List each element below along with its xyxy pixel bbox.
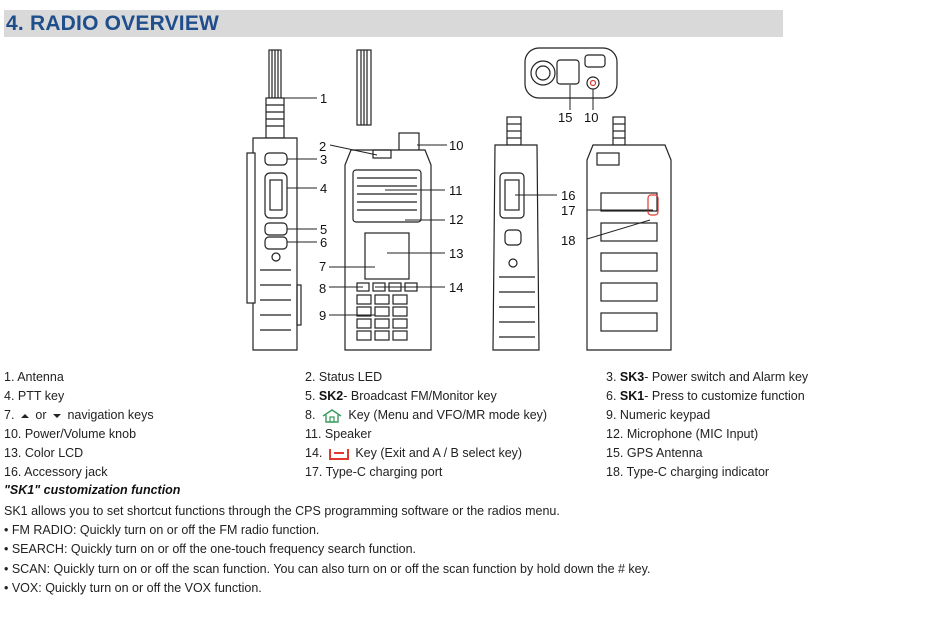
callout-10-top: 10	[584, 110, 598, 125]
radio-side-view-left	[246, 49, 302, 351]
legend-row: 13. Color LCD 14. Key (Exit and A / B se…	[4, 444, 904, 463]
legend-item-6: 6. SK1- Press to customize function	[606, 389, 805, 403]
legend-item-17: 17. Type-C charging port	[305, 465, 443, 479]
legend-item-3: 3. SK3- Power switch and Alarm key	[606, 370, 809, 384]
callout-15: 15	[558, 110, 572, 125]
callout-10: 10	[449, 138, 463, 153]
callout-9: 9	[319, 308, 326, 323]
up-arrow-icon	[20, 413, 29, 418]
legend-item-11: 11. Speaker	[305, 427, 372, 441]
sk1-intro: SK1 allows you to set shortcut functions…	[4, 504, 560, 518]
legend-item-2: 2. Status LED	[305, 370, 383, 384]
callout-16: 16	[561, 188, 575, 203]
list-item: • VOX: Quickly turn on or off the VOX fu…	[4, 580, 262, 595]
legend-row: 16. Accessory jack 17. Type-C charging p…	[4, 463, 904, 482]
legend-item-12: 12. Microphone (MIC Input)	[606, 427, 759, 441]
legend-item-13: 13. Color LCD	[4, 446, 84, 460]
legend-item-9: 9. Numeric keypad	[606, 408, 711, 422]
legend-item-4: 4. PTT key	[4, 389, 65, 403]
callout-3: 3	[320, 152, 327, 167]
callout-5: 5	[320, 222, 327, 237]
callout-18: 18	[561, 233, 575, 248]
section-header: 4. RADIO OVERVIEW	[4, 10, 783, 37]
callout-4: 4	[320, 181, 327, 196]
callout-7: 7	[319, 259, 326, 274]
legend-row: 10. Power/Volume knob 11. Speaker 12. Mi…	[4, 425, 904, 444]
sk1-description: SK1 allows you to set shortcut functions…	[4, 502, 924, 598]
callout-2: 2	[319, 139, 326, 154]
legend-item-16: 16. Accessory jack	[4, 465, 108, 479]
home-key-icon	[322, 408, 342, 423]
legend-item-18: 18. Type-C charging indicator	[606, 465, 770, 479]
callout-14: 14	[449, 280, 463, 295]
legend-item-10: 10. Power/Volume knob	[4, 427, 137, 441]
radio-back-view	[586, 116, 672, 351]
legend-row: 1. Antenna 2. Status LED 3. SK3- Power s…	[4, 368, 904, 387]
legend-item-8: 8. Key (Menu and VFO/MR mode key)	[305, 408, 548, 423]
legend-row: 4. PTT key 5. SK2- Broadcast FM/Monitor …	[4, 387, 904, 406]
list-item: • SCAN: Quickly turn on or off the scan …	[4, 561, 651, 576]
list-item: • FM RADIO: Quickly turn on or off the F…	[4, 523, 320, 538]
parts-legend: 1. Antenna 2. Status LED 3. SK3- Power s…	[4, 368, 904, 482]
legend-item-15: 15. GPS Antenna	[606, 446, 703, 460]
callout-8: 8	[319, 281, 326, 296]
legend-item-1: 1. Antenna	[4, 370, 64, 384]
callout-13: 13	[449, 246, 463, 261]
exit-key-icon	[328, 448, 349, 460]
list-item: • SEARCH: Quickly turn on or off the one…	[4, 542, 416, 557]
callout-6: 6	[320, 235, 327, 250]
callout-11: 11	[449, 183, 463, 198]
legend-item-14: 14. Key (Exit and A / B select key)	[305, 446, 523, 460]
legend-row: 7. or navigation keys 8. Key (Menu and V…	[4, 406, 904, 425]
down-arrow-icon	[52, 413, 61, 418]
legend-item-7: 7. or navigation keys	[4, 408, 154, 422]
callout-1: 1	[320, 91, 327, 106]
radio-side-view-right	[492, 116, 540, 351]
sk1-section-title: "SK1" customization function	[4, 483, 181, 497]
callout-17: 17	[561, 203, 575, 218]
callout-12: 12	[449, 212, 463, 227]
radio-front-view	[344, 49, 432, 351]
page-title: 4. RADIO OVERVIEW	[6, 12, 220, 35]
radio-top-view	[524, 47, 618, 99]
legend-item-5: 5. SK2- Broadcast FM/Monitor key	[305, 389, 497, 403]
radio-diagram: 1 2 3 4 5 6 7 8 9 10 11 12 13 14 15 10 1…	[246, 47, 672, 351]
